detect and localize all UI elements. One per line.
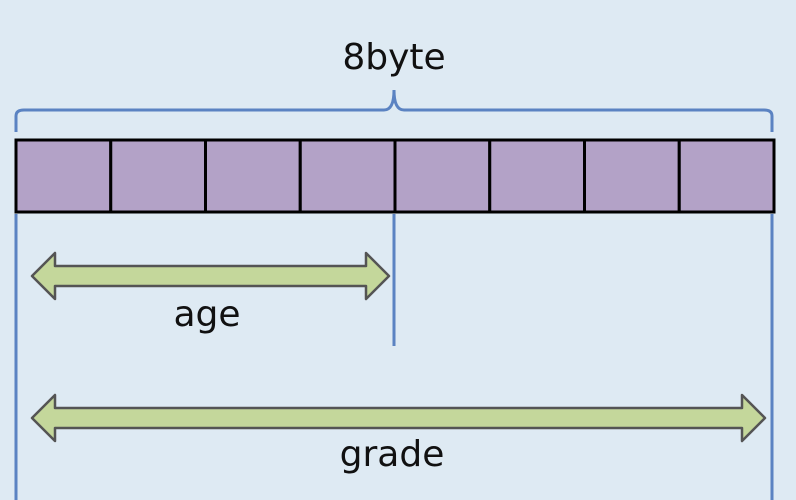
byte-cell <box>14 138 113 214</box>
total-size-label: 8byte <box>342 37 445 78</box>
age-label: age <box>173 294 240 335</box>
age-arrow <box>30 251 391 301</box>
grade-label: grade <box>340 434 445 475</box>
total-size-brace <box>14 89 774 132</box>
byte-cell <box>583 138 681 214</box>
byte-cell <box>393 138 492 214</box>
byte-cells <box>14 138 776 214</box>
byte-cell <box>298 138 397 214</box>
byte-cell <box>488 138 586 214</box>
byte-cell <box>109 138 207 214</box>
grade-arrow <box>30 393 767 443</box>
byte-cell <box>204 138 302 214</box>
byte-cell <box>677 138 776 214</box>
